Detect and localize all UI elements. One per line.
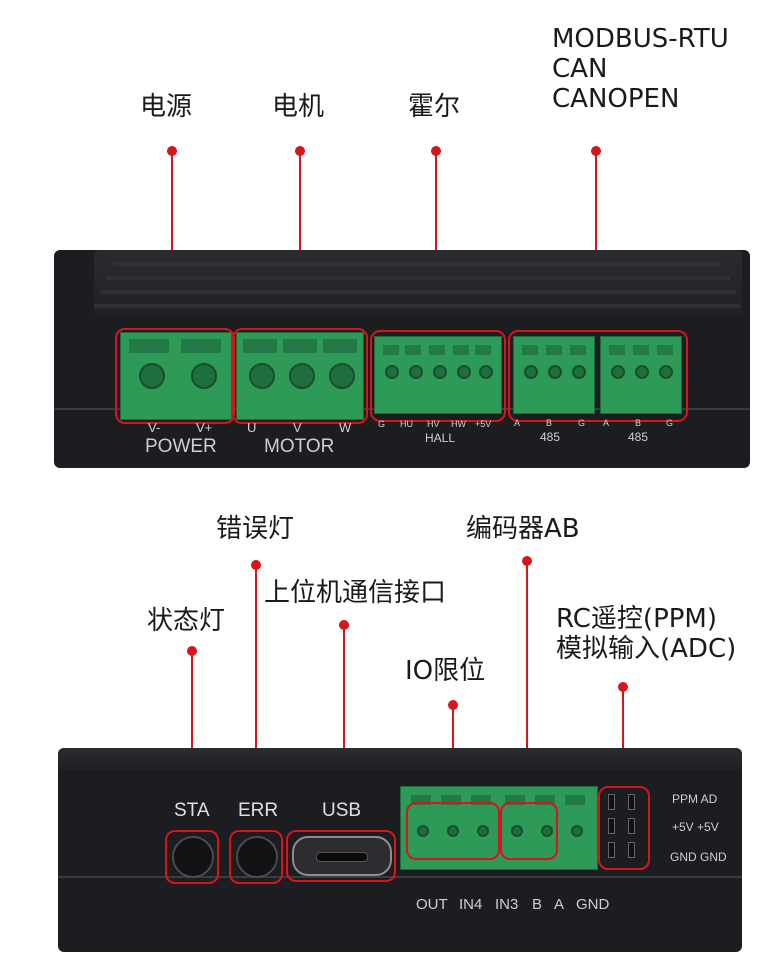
callout-frame-power [115,328,235,424]
hall-pin-label: HU [400,419,413,429]
callout-hall: 霍尔 [408,92,461,122]
callout-comm: MODBUS-RTU CAN CANOPEN [552,24,729,114]
header-pin [608,794,615,810]
power-label: POWER [145,436,217,457]
callout-frame-encoder [500,802,558,860]
callout-frame-hall [370,330,506,422]
callout-frame-err [229,830,283,884]
usb-c-port[interactable] [292,836,392,876]
motor-terminal[interactable] [236,332,364,420]
power-terminal[interactable] [120,332,232,420]
callout-line-usb [343,626,345,832]
callout-dot-motor [295,146,305,156]
rs485-b-pin-label: A [603,418,610,428]
callout-usb-port: 上位机通信接口 [264,578,447,608]
callout-rc-adc: 模拟输入(ADC) [556,634,737,664]
header-pin [628,842,635,858]
callout-line-motor [299,152,301,332]
hall-label: HALL [425,431,456,445]
rs485-a-pin-label: A [514,418,521,428]
rs485-a-label: 485 [540,430,561,444]
callout-comm-canopen: CANOPEN [552,84,680,114]
callout-line-sta [191,652,193,832]
power-pin-label: V+ [196,420,213,435]
motor-pin-label: U [247,420,257,435]
callout-status-light: 状态灯 [147,606,226,636]
callout-comm-can: CAN [552,54,608,84]
usb-label: USB [322,800,362,821]
callout-err-light: 错误灯 [216,514,295,544]
callout-line-comm [595,152,597,332]
callout-line-err [255,566,257,832]
power-pin-label: V- [148,420,161,435]
motor-pin-screw [289,363,315,389]
callout-io-limit: IO限位 [405,656,486,686]
motor-label: MOTOR [264,436,335,457]
header-row-label: +5V +5V [672,820,719,834]
callout-dot-io [448,700,458,710]
callout-frame-motor [232,328,368,424]
callout-line-encoder [526,562,528,802]
hall-pin-label: HV [427,419,440,429]
io-pin-label: B [532,896,543,913]
callout-dot-encoder [522,556,532,566]
callout-line-hall [435,152,437,332]
callout-encoder: 编码器AB [466,514,580,544]
callout-comm-modbus: MODBUS-RTU [552,24,729,54]
io-pin-label: GND [576,896,610,913]
callout-dot-comm [591,146,601,156]
rs485-b-label: 485 [628,430,649,444]
status-light [172,836,214,878]
rs485-a-pin-label: G [578,418,586,428]
rs485-terminal-b[interactable] [600,336,682,414]
rs485-terminal-a[interactable] [513,336,595,414]
rs485-a-pin-label: B [546,418,553,428]
callout-rc-ppm: RC遥控(PPM) [556,604,718,634]
motor-pin-label: W [339,420,352,435]
io-pin-label: IN3 [495,896,519,913]
callout-dot-hall [431,146,441,156]
header-pin [608,818,615,834]
hall-pin-label: G [378,419,386,429]
callout-dot-rc [618,682,628,692]
callout-frame-rc [598,786,650,870]
callout-frame-sta [165,830,219,884]
err-label: ERR [238,800,279,821]
sta-label: STA [174,800,210,821]
motor-pin-screw [249,363,275,389]
rs485-b-pin-label: G [666,418,674,428]
motor-pin-label: V [293,420,302,435]
callout-motor: 电机 [272,92,325,122]
hall-terminal[interactable] [374,336,502,414]
io-pin-label: OUT [416,896,448,913]
callout-line-power [171,152,173,332]
header-row-label: GND GND [670,850,727,864]
error-light [236,836,278,878]
callout-frame-io [406,802,500,860]
power-pin-screw [191,363,217,389]
hall-pin-label: +5V [475,419,492,429]
callout-dot-err [251,560,261,570]
callout-frame-usb [286,830,396,882]
header-pin [608,842,615,858]
callout-rc: RC遥控(PPM) 模拟输入(ADC) [556,604,736,664]
motor-pin-screw [329,363,355,389]
callout-dot-power [167,146,177,156]
header-pin [628,818,635,834]
callout-line-rc [622,688,624,788]
header-row-label: PPM AD [672,792,718,806]
io-pin-label: A [554,896,565,913]
header-pin [628,794,635,810]
hall-pin-label: HW [451,419,466,429]
rs485-b-pin-label: B [635,418,642,428]
callout-dot-usb [339,620,349,630]
io-pin-label: IN4 [459,896,483,913]
power-pin-screw [139,363,165,389]
callout-dot-sta [187,646,197,656]
callout-frame-comm [508,330,688,422]
callout-power: 电源 [140,92,193,122]
